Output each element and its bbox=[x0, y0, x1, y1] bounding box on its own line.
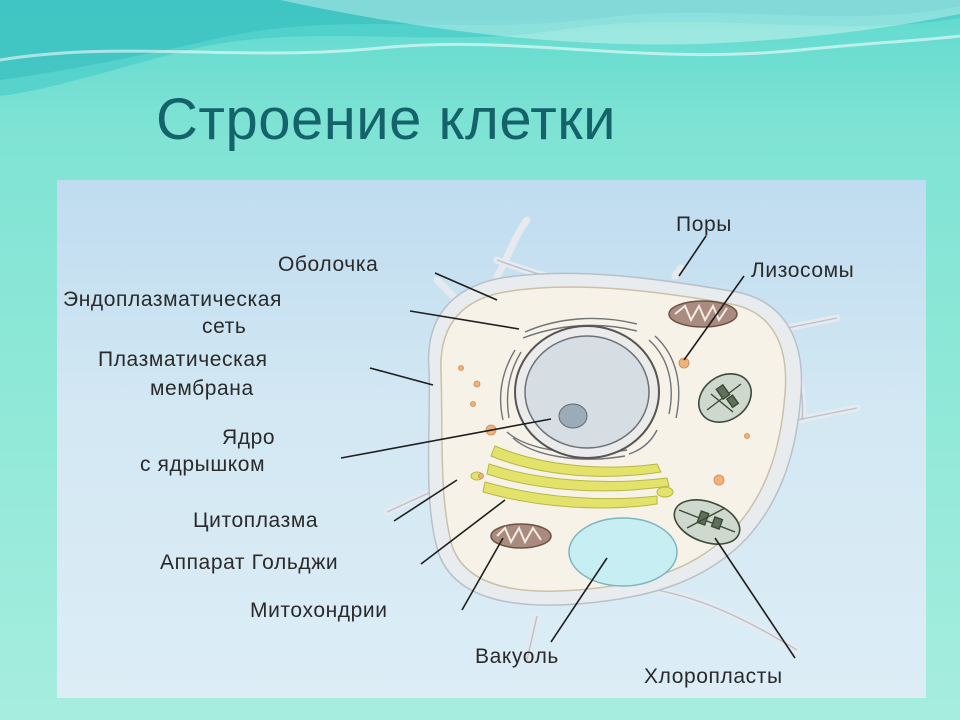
nucleus bbox=[524, 335, 650, 449]
label-nucleus-line2: с ядрышком bbox=[140, 453, 265, 476]
mitochondrion-top bbox=[668, 300, 738, 328]
chloroplast-bottom bbox=[673, 499, 741, 545]
cell-diagram: Поры Оболочка Эндоплазматическая сеть Ли… bbox=[63, 213, 861, 688]
page-title: Строение клетки bbox=[156, 87, 617, 152]
label-lysosomes: Лизосомы bbox=[751, 259, 854, 282]
label-membrane-line1: Плазматическая bbox=[98, 348, 268, 371]
cell-diagram-panel: Поры Оболочка Эндоплазматическая сеть Ли… bbox=[57, 180, 926, 698]
label-mitochondria: Митохондрии bbox=[250, 599, 388, 622]
wave-decoration bbox=[0, 0, 960, 96]
mitochondrion-bottom bbox=[490, 523, 552, 549]
label-cytoplasm: Цитоплазма bbox=[193, 509, 318, 532]
label-er-line2: сеть bbox=[202, 315, 246, 338]
label-chloroplasts: Хлоропласты bbox=[644, 665, 783, 688]
label-shell: Оболочка bbox=[278, 253, 378, 276]
label-membrane-line2: мембрана bbox=[150, 377, 254, 400]
label-er-line1: Эндоплазматическая bbox=[63, 288, 282, 311]
label-golgi: Аппарат Гольджи bbox=[160, 551, 338, 574]
label-nucleus-line1: Ядро bbox=[222, 426, 275, 449]
label-vacuole: Вакуоль bbox=[475, 645, 559, 668]
nucleolus bbox=[558, 403, 588, 429]
vacuole bbox=[568, 517, 678, 587]
pointer-lines bbox=[340, 235, 796, 659]
label-pores: Поры bbox=[676, 213, 732, 236]
endoplasmic-reticulum bbox=[500, 317, 680, 460]
chloroplast-right bbox=[698, 373, 752, 423]
